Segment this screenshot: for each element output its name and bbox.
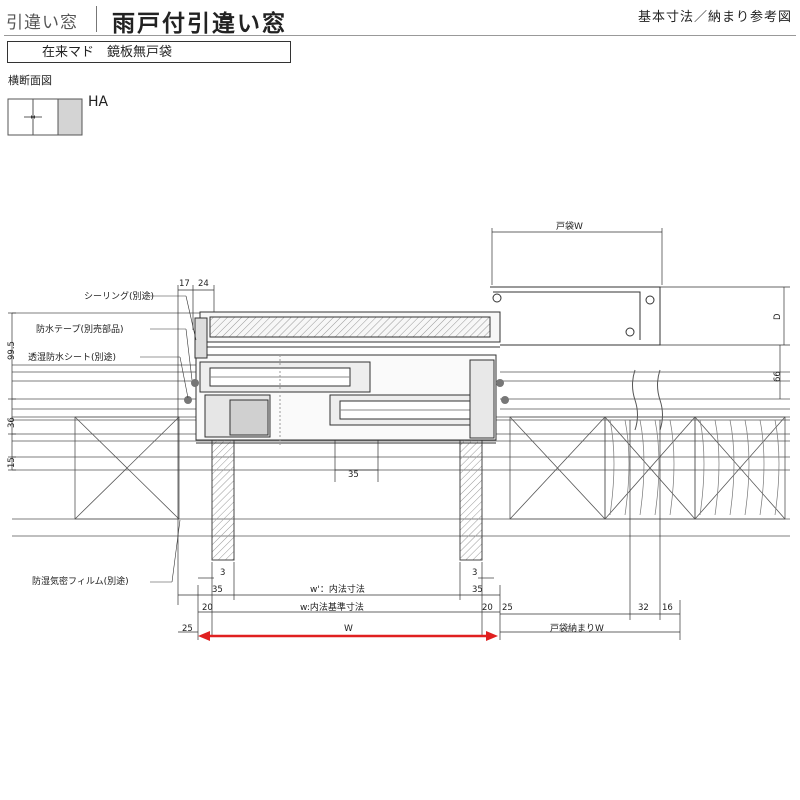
dim-35-mid: 35	[348, 470, 359, 480]
dim-15: 15	[7, 457, 17, 468]
dim-36: 36	[7, 417, 17, 428]
dim-66: 66	[773, 371, 783, 382]
dim-w-prime: w'：内法寸法	[310, 583, 365, 595]
dim-35-right: 35	[472, 585, 483, 595]
dim-25-right: 25	[502, 603, 513, 613]
header-divider	[4, 35, 796, 36]
left-wall-studs	[74, 416, 180, 520]
window-type-thumbnail	[7, 98, 83, 136]
dim-tobukuro-w: 戸袋W	[556, 220, 583, 232]
dim-35-left: 35	[212, 585, 223, 595]
shutter-box	[194, 286, 661, 359]
header-category: 引違い窓	[6, 13, 78, 33]
window-frame	[195, 354, 497, 445]
dim-32: 32	[638, 603, 649, 613]
sealing-beads	[184, 379, 509, 404]
insulation-hatch	[609, 419, 780, 516]
dim-24: 24	[198, 279, 209, 289]
dim-16: 16	[662, 603, 673, 613]
dim-w-base: w:内法基準寸法	[300, 601, 364, 613]
dim-3-left: 3	[220, 568, 225, 578]
dim-25-left: 25	[182, 624, 193, 634]
dim-D: D	[773, 313, 783, 320]
dim-99-5: 99.5	[7, 341, 17, 360]
header-right-label: 基本寸法／納まり参考図	[637, 10, 792, 25]
dim-3-right: 3	[472, 568, 477, 578]
subtitle-box: 在来マド 鏡板無戸袋	[7, 41, 291, 63]
header-separator	[96, 6, 97, 32]
callout-leaders	[140, 295, 197, 583]
tobukuro-post	[632, 369, 663, 431]
vapor-film-label: 防湿気密フィルム(別途)	[32, 575, 129, 587]
dim-20-right: 20	[482, 603, 493, 613]
right-jamb-post	[459, 439, 483, 561]
dim-w: W	[344, 624, 353, 634]
type-label: HA	[88, 94, 109, 110]
dim-17: 17	[179, 279, 190, 289]
page-title: 雨戸付引違い窓	[112, 11, 287, 37]
dimension-lines	[8, 228, 790, 640]
sealing-label: シーリング(別途)	[84, 290, 154, 302]
section-label: 横断面図	[8, 74, 52, 87]
moisture-sheet-label: 透湿防水シート(別途)	[28, 351, 116, 363]
waterproof-tape-label: 防水テープ(別売部品)	[36, 323, 123, 335]
dim-20-left: 20	[202, 603, 213, 613]
dim-tobukuro-fit: 戸袋納まりW	[550, 622, 604, 634]
right-wall-studs	[509, 416, 786, 520]
left-jamb-post	[211, 439, 235, 561]
w-arrow	[198, 631, 498, 641]
